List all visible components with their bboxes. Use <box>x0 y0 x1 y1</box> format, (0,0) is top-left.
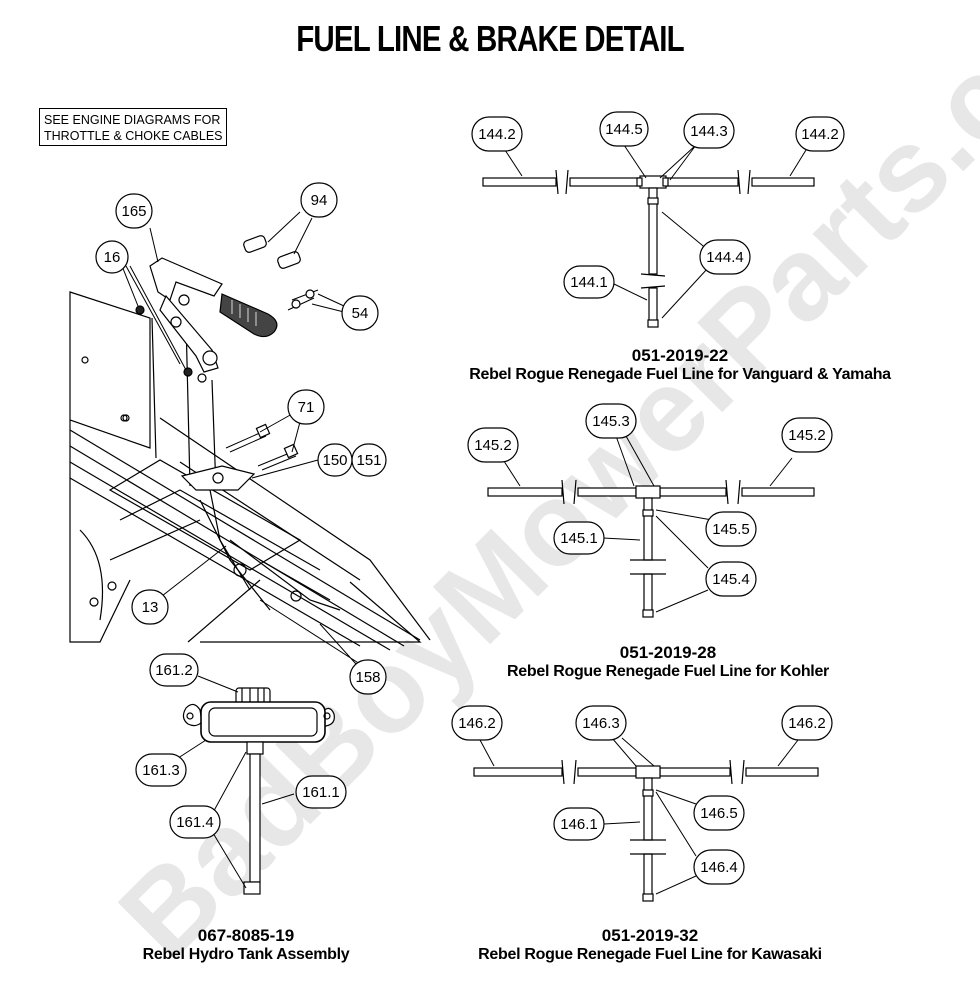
callout-16: 16 <box>104 249 121 266</box>
caption-fuel-line-vanguard: 051-2019-22 Rebel Rogue Renegade Fuel Li… <box>460 346 900 384</box>
brake-frame-drawing <box>69 235 431 651</box>
caption-description: Rebel Rogue Renegade Fuel Line for Kohle… <box>507 663 829 680</box>
callout-54: 54 <box>352 305 369 322</box>
callout-165: 165 <box>121 203 146 220</box>
callout-144-3: 144.3 <box>690 123 728 140</box>
callout-144-2-left: 144.2 <box>478 126 516 143</box>
fuel-line-146-drawing <box>473 759 819 902</box>
callout-labels: 144.2 144.5 144.3 144.2 144.1 144.4 145.… <box>104 121 839 876</box>
callout-71: 71 <box>298 399 315 416</box>
callout-146-1: 146.1 <box>560 816 598 833</box>
callout-151: 151 <box>356 452 381 469</box>
callout-161-2: 161.2 <box>155 662 193 679</box>
callout-146-2-left: 146.2 <box>458 715 496 732</box>
callout-146-3: 146.3 <box>582 715 620 732</box>
caption-part-number: 067-8085-19 <box>197 926 295 945</box>
callout-144-2-right: 144.2 <box>801 126 839 143</box>
callout-158: 158 <box>355 669 380 686</box>
callout-145-5: 145.5 <box>712 521 750 538</box>
callout-144-5: 144.5 <box>605 121 643 138</box>
note-box: SEE ENGINE DIAGRAMS FOR THROTTLE & CHOKE… <box>39 108 227 146</box>
callout-145-3: 145.3 <box>592 413 630 430</box>
note-line-1: SEE ENGINE DIAGRAMS FOR <box>44 113 221 127</box>
caption-hydro-tank: 067-8085-19 Rebel Hydro Tank Assembly <box>120 926 372 964</box>
callout-145-1: 145.1 <box>560 530 598 547</box>
callout-144-4: 144.4 <box>706 249 744 266</box>
callout-144-1: 144.1 <box>570 274 608 291</box>
callout-94: 94 <box>311 192 328 209</box>
callout-13: 13 <box>142 599 159 616</box>
fuel-line-144-drawing <box>482 169 815 328</box>
fuel-line-145-drawing <box>487 479 815 618</box>
callout-bubbles <box>95 111 845 885</box>
callout-145-4: 145.4 <box>712 571 750 588</box>
caption-fuel-line-kohler: 051-2019-28 Rebel Rogue Renegade Fuel Li… <box>460 643 876 681</box>
callout-161-4: 161.4 <box>176 814 214 831</box>
caption-fuel-line-kawasaki: 051-2019-32 Rebel Rogue Renegade Fuel Li… <box>460 926 840 964</box>
caption-part-number: 051-2019-22 <box>631 346 729 365</box>
caption-description: Rebel Rogue Renegade Fuel Line for Vangu… <box>469 366 891 383</box>
caption-description: Rebel Hydro Tank Assembly <box>142 946 350 963</box>
hydro-tank-drawing <box>182 687 335 895</box>
caption-part-number: 051-2019-32 <box>601 926 699 945</box>
page-title: FUEL LINE & BRAKE DETAIL <box>296 18 684 59</box>
caption-part-number: 051-2019-28 <box>619 643 717 662</box>
leader-lines <box>121 144 807 895</box>
callout-146-2-right: 146.2 <box>788 715 826 732</box>
callout-161-1: 161.1 <box>302 784 340 801</box>
callout-150: 150 <box>322 452 347 469</box>
callout-145-2-right: 145.2 <box>788 427 826 444</box>
callout-161-3: 161.3 <box>142 762 180 779</box>
callout-145-2-left: 145.2 <box>474 437 512 454</box>
caption-description: Rebel Rogue Renegade Fuel Line for Kawas… <box>478 946 822 963</box>
callout-146-4: 146.4 <box>700 859 738 876</box>
note-line-2: THROTTLE & CHOKE CABLES <box>44 129 223 143</box>
callout-146-5: 146.5 <box>700 805 738 822</box>
